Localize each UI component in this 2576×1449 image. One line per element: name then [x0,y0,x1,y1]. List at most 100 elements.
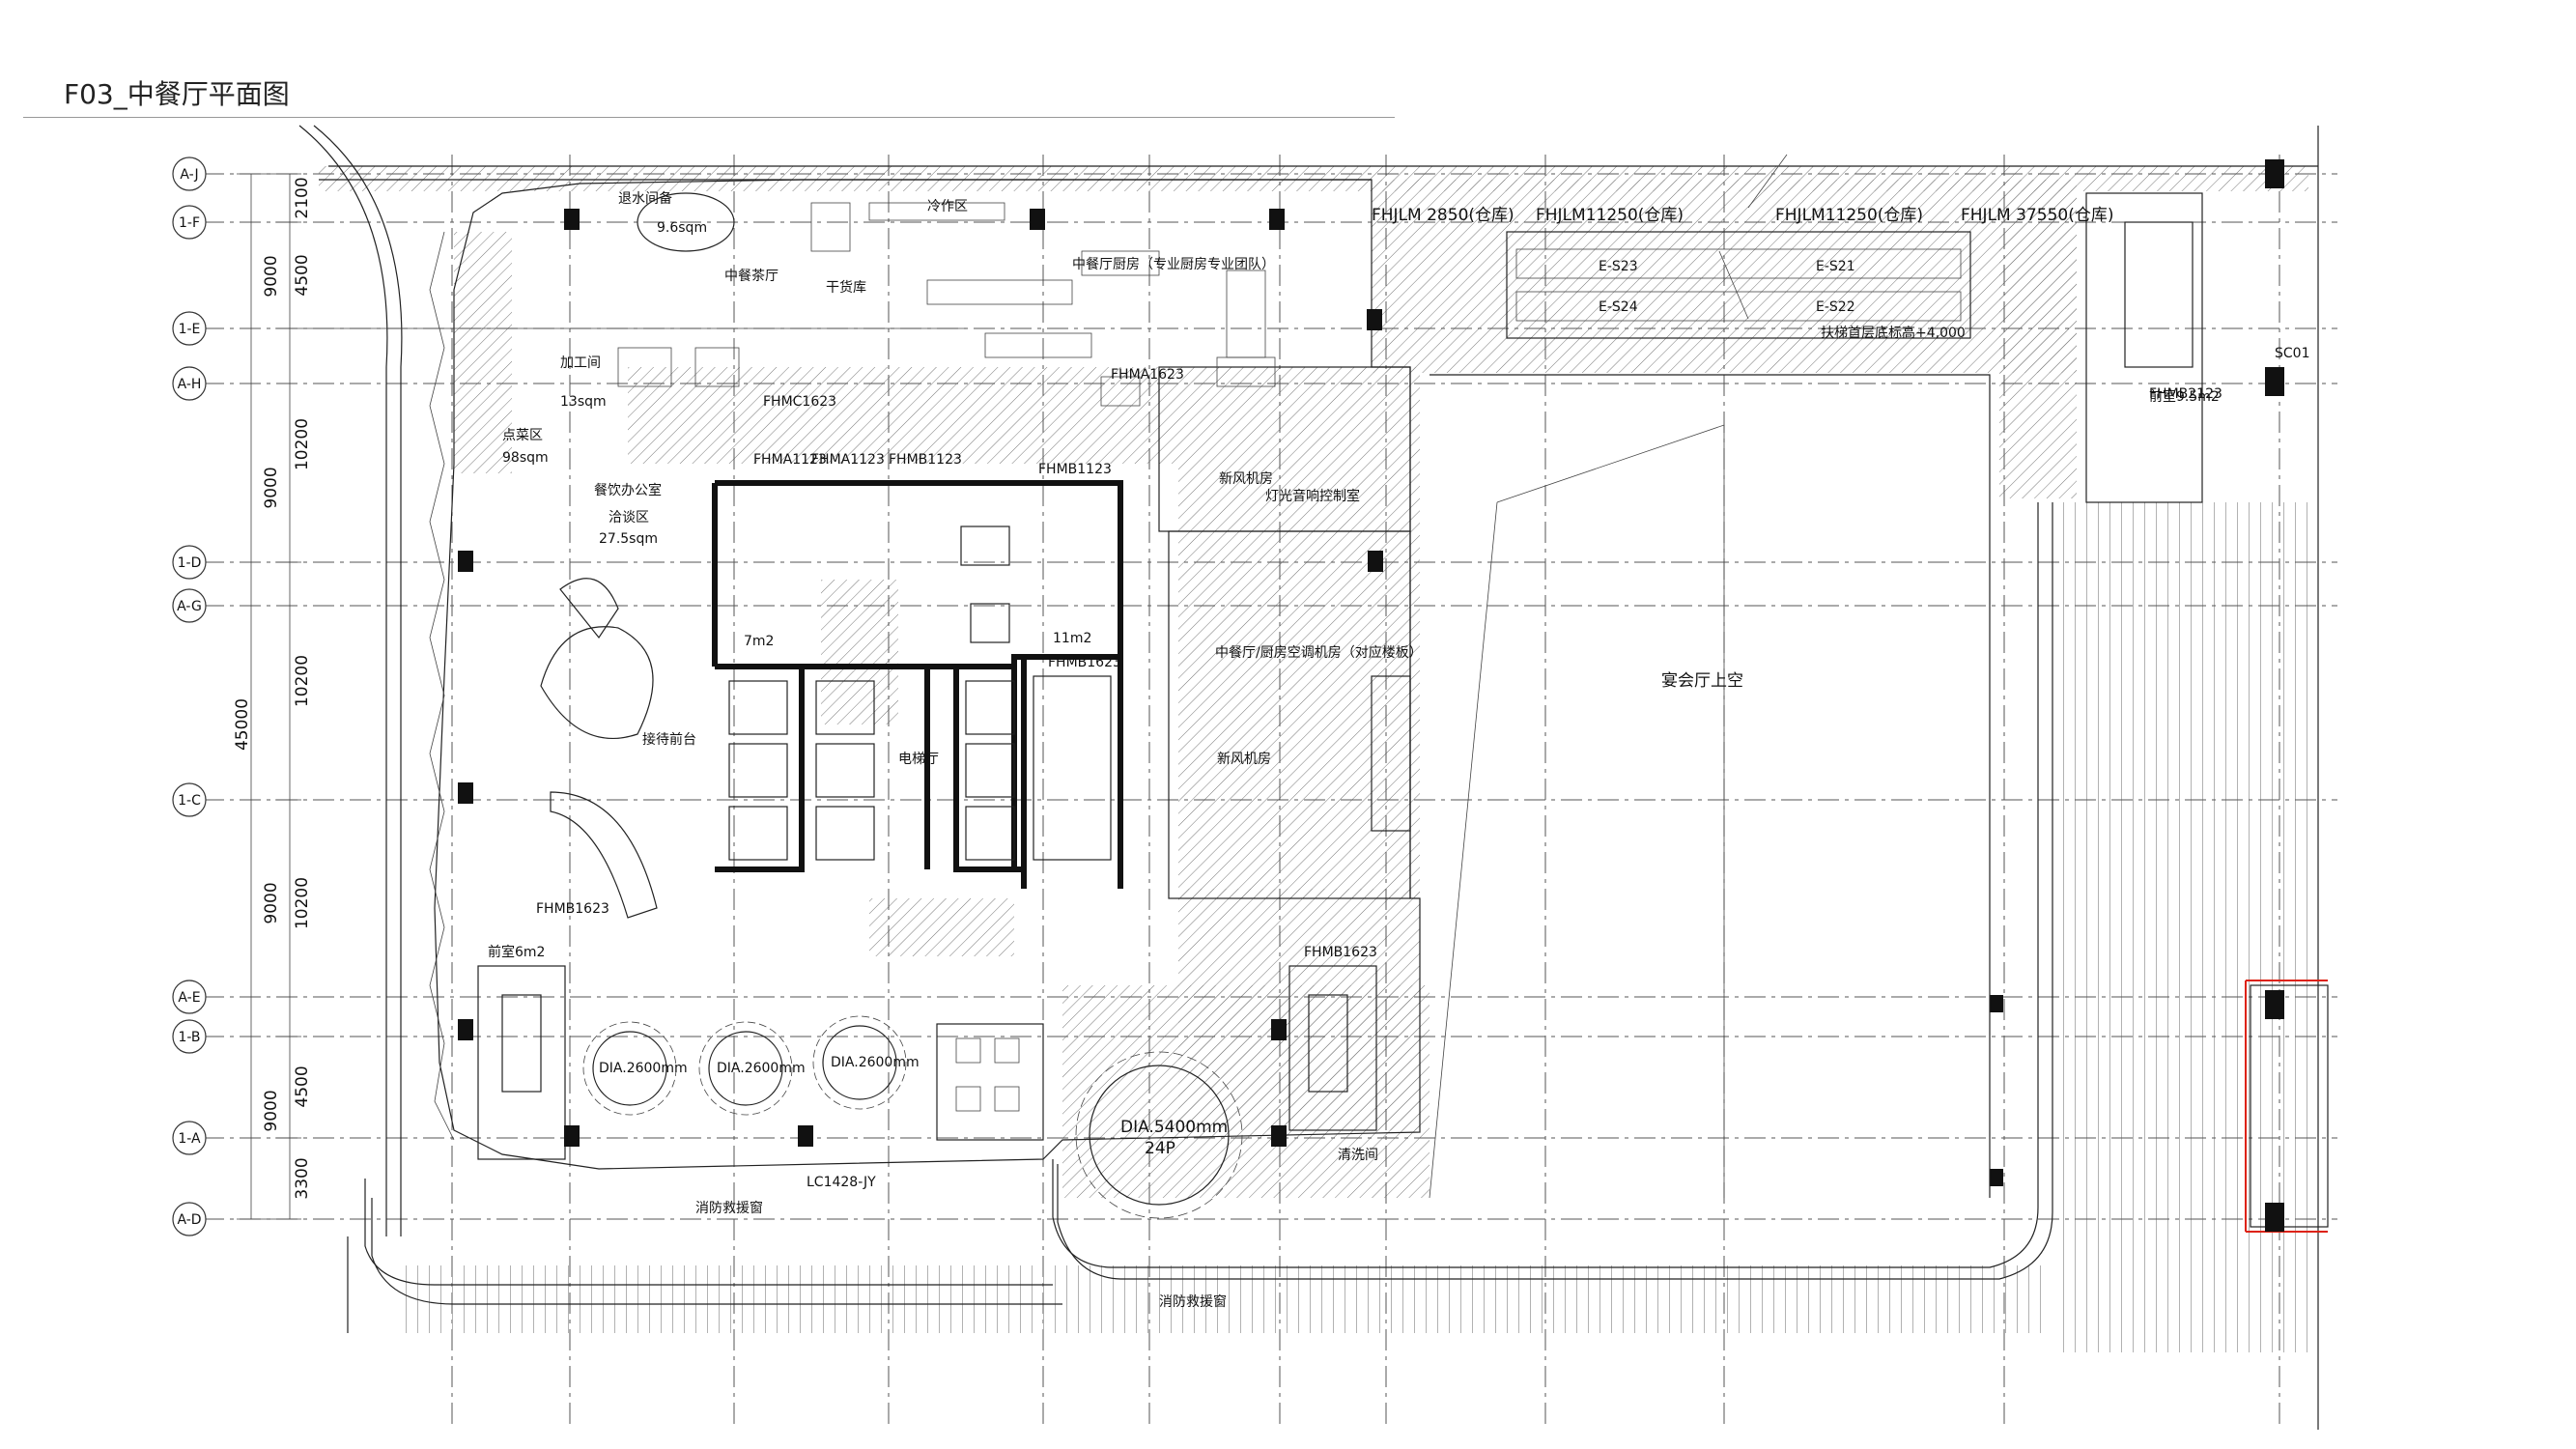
building-outline [429,179,1421,1170]
label-fresh-air-2: 新风机房 [1217,752,1271,767]
grid-label-a-e: A-E [178,990,200,1006]
dim-inner-6: 4500 [293,1065,312,1107]
label-front-room-area: 前室9.5m2 [2149,388,2220,405]
escalator-header-2: FHJLM11250(仓库) [1536,206,1684,225]
tag-fhmc: FHMC1623 [763,394,836,410]
tag-fhmb2-2: FHMB1623 [536,901,609,917]
grid-label-1-a: 1-A [178,1131,201,1147]
escalator-header-4: FHJLM 37550(仓库) [1961,206,2113,225]
escalator-e-s22: E-S22 [1816,299,1855,315]
grid-label-a-h: A-H [178,377,202,392]
dim-outer-4: 9000 [262,1090,281,1131]
label-table-1: DIA.2600mm [599,1061,688,1076]
label-processing-area: 13sqm [560,394,607,410]
dim-inner-2: 4500 [293,254,312,296]
label-ac-room: 中餐厅/厨房空调机房（对应楼板） [1215,644,1423,661]
hatched-areas [319,166,2308,1198]
escalator-header-3: FHJLM11250(仓库) [1775,206,1923,225]
dim-inner-4: 10200 [293,655,312,707]
label-kitchen: 中餐厅厨房（专业厨房专业团队） [1072,257,1275,272]
tag-fhmb: FHMB1123 [889,452,962,468]
dimension-text: 45000 9000 9000 9000 9000 3300 2100 4500… [233,177,312,1199]
title-rule [23,117,1395,118]
tag-fhma-2: FHMA1123 [811,452,885,468]
label-fire-window-2: 消防救援窗 [1159,1293,1227,1310]
label-elevator-hall: 电梯厅 [898,752,939,767]
label-water-room: 退水间备 [618,190,672,207]
tag-fhma2: FHMA1623 [1111,367,1184,383]
escalator-note: 扶梯首层底标高+4,000 [1821,325,1966,341]
reception-curves [540,192,735,919]
escalator-labels: FHJLM 2850(仓库) FHJLM11250(仓库) FHJLM11250… [1372,206,2113,341]
grid-label-1-d: 1-D [178,555,202,571]
tag-fhmb2-3: FHMB1623 [1304,945,1377,960]
dimension-lines [237,173,966,1220]
label-table-big-seats: 24P [1145,1139,1175,1158]
dim-total: 45000 [233,698,252,751]
escalator-header-1: FHJLM 2850(仓库) [1372,206,1514,225]
label-reception: 接待前台 [642,731,696,748]
grid-label-1-e: 1-E [179,322,201,337]
tag-fhmb2-1: FHMB1623 [1048,655,1121,670]
label-table-3: DIA.2600mm [831,1055,920,1070]
grid-bubbles [172,156,207,1236]
site-edges [298,125,2319,1430]
label-table-big: DIA.5400mm [1120,1118,1228,1137]
banquet-void [1429,374,1991,1199]
elevators [728,526,1015,861]
label-sc-tag: SC01 [2275,346,2309,361]
escalator-e-s23: E-S23 [1599,259,1638,274]
grid-label-a-j: A-J [180,167,198,183]
tag-fhma-1: FHMA1123 [753,452,827,468]
label-table-2: DIA.2600mm [717,1061,806,1076]
grid-label-a-d: A-D [177,1212,201,1228]
dim-inner-1: 2100 [293,177,312,218]
terrace-right [2057,502,2328,1352]
grid-label-a-g: A-G [177,599,202,614]
dim-outer-2: 9000 [262,467,281,508]
label-dim-sum: 点菜区 [502,428,543,443]
label-processing: 加工间 [560,355,601,371]
walls [477,192,2329,1233]
label-wash: 清洗间 [1338,1148,1378,1163]
private-dining [936,1023,1044,1141]
label-room-7m2: 7m2 [744,634,774,649]
dim-outer-3: 9000 [262,882,281,923]
label-water-area: 9.6sqm [657,220,707,236]
grid-label-1-f: 1-F [179,215,200,231]
label-office: 餐饮办公室 [594,482,662,498]
door-tags: FHMA1123 FHMA1123 FHMB1123 FHMB1123 FHMB… [536,367,2222,960]
grid-labels: A-J 1-F 1-E A-H 1-D A-G 1-C A-E 1-B 1-A … [177,167,202,1228]
label-room-11m2: 11m2 [1053,631,1091,646]
dim-inner-5: 10200 [293,877,312,929]
terrace-bottom [406,1265,2048,1333]
dim-outer-1: 9000 [262,255,281,297]
label-office-area: 27.5sqm [599,531,658,547]
tag-fhmb3: FHMB2123 [2149,386,2222,402]
escalator-e-s24: E-S24 [1599,299,1638,315]
escalator-e-s21: E-S21 [1816,259,1855,274]
label-lc-tag: LC1428-JY [807,1175,876,1190]
label-banquet-void: 宴会厅上空 [1661,671,1743,691]
label-fresh-air: 新风机房 [1219,471,1273,487]
dining-tables [582,1015,1243,1219]
grid-label-1-b: 1-B [178,1030,200,1045]
grid-label-1-c: 1-C [178,793,201,809]
label-dry-storage: 干货库 [826,279,866,296]
room-labels: 退水间备 9.6sqm 中餐茶厅 点菜区 98sqm 加工间 13sqm 餐饮办… [488,190,2309,1310]
sheet-title: F03_中餐厅平面图 [64,78,290,110]
tag-fhmb-2: FHMB1123 [1038,462,1112,477]
dim-outer-5: 3300 [293,1157,312,1199]
label-tea: 中餐茶厅 [724,269,778,284]
kitchen-fixtures [617,202,1276,407]
columns [458,159,2284,1232]
dim-inner-3: 10200 [293,418,312,470]
label-fire-window-1: 消防救援窗 [695,1200,763,1216]
label-cold-zone: 冷作区 [927,199,968,214]
escalator-band [1506,231,1971,339]
label-dim-sum-area: 98sqm [502,450,549,466]
label-lighting: 灯光音响控制室 [1265,488,1360,504]
label-lounge: 洽谈区 [609,510,649,526]
label-front-room-area-2: 前室6m2 [488,944,545,960]
